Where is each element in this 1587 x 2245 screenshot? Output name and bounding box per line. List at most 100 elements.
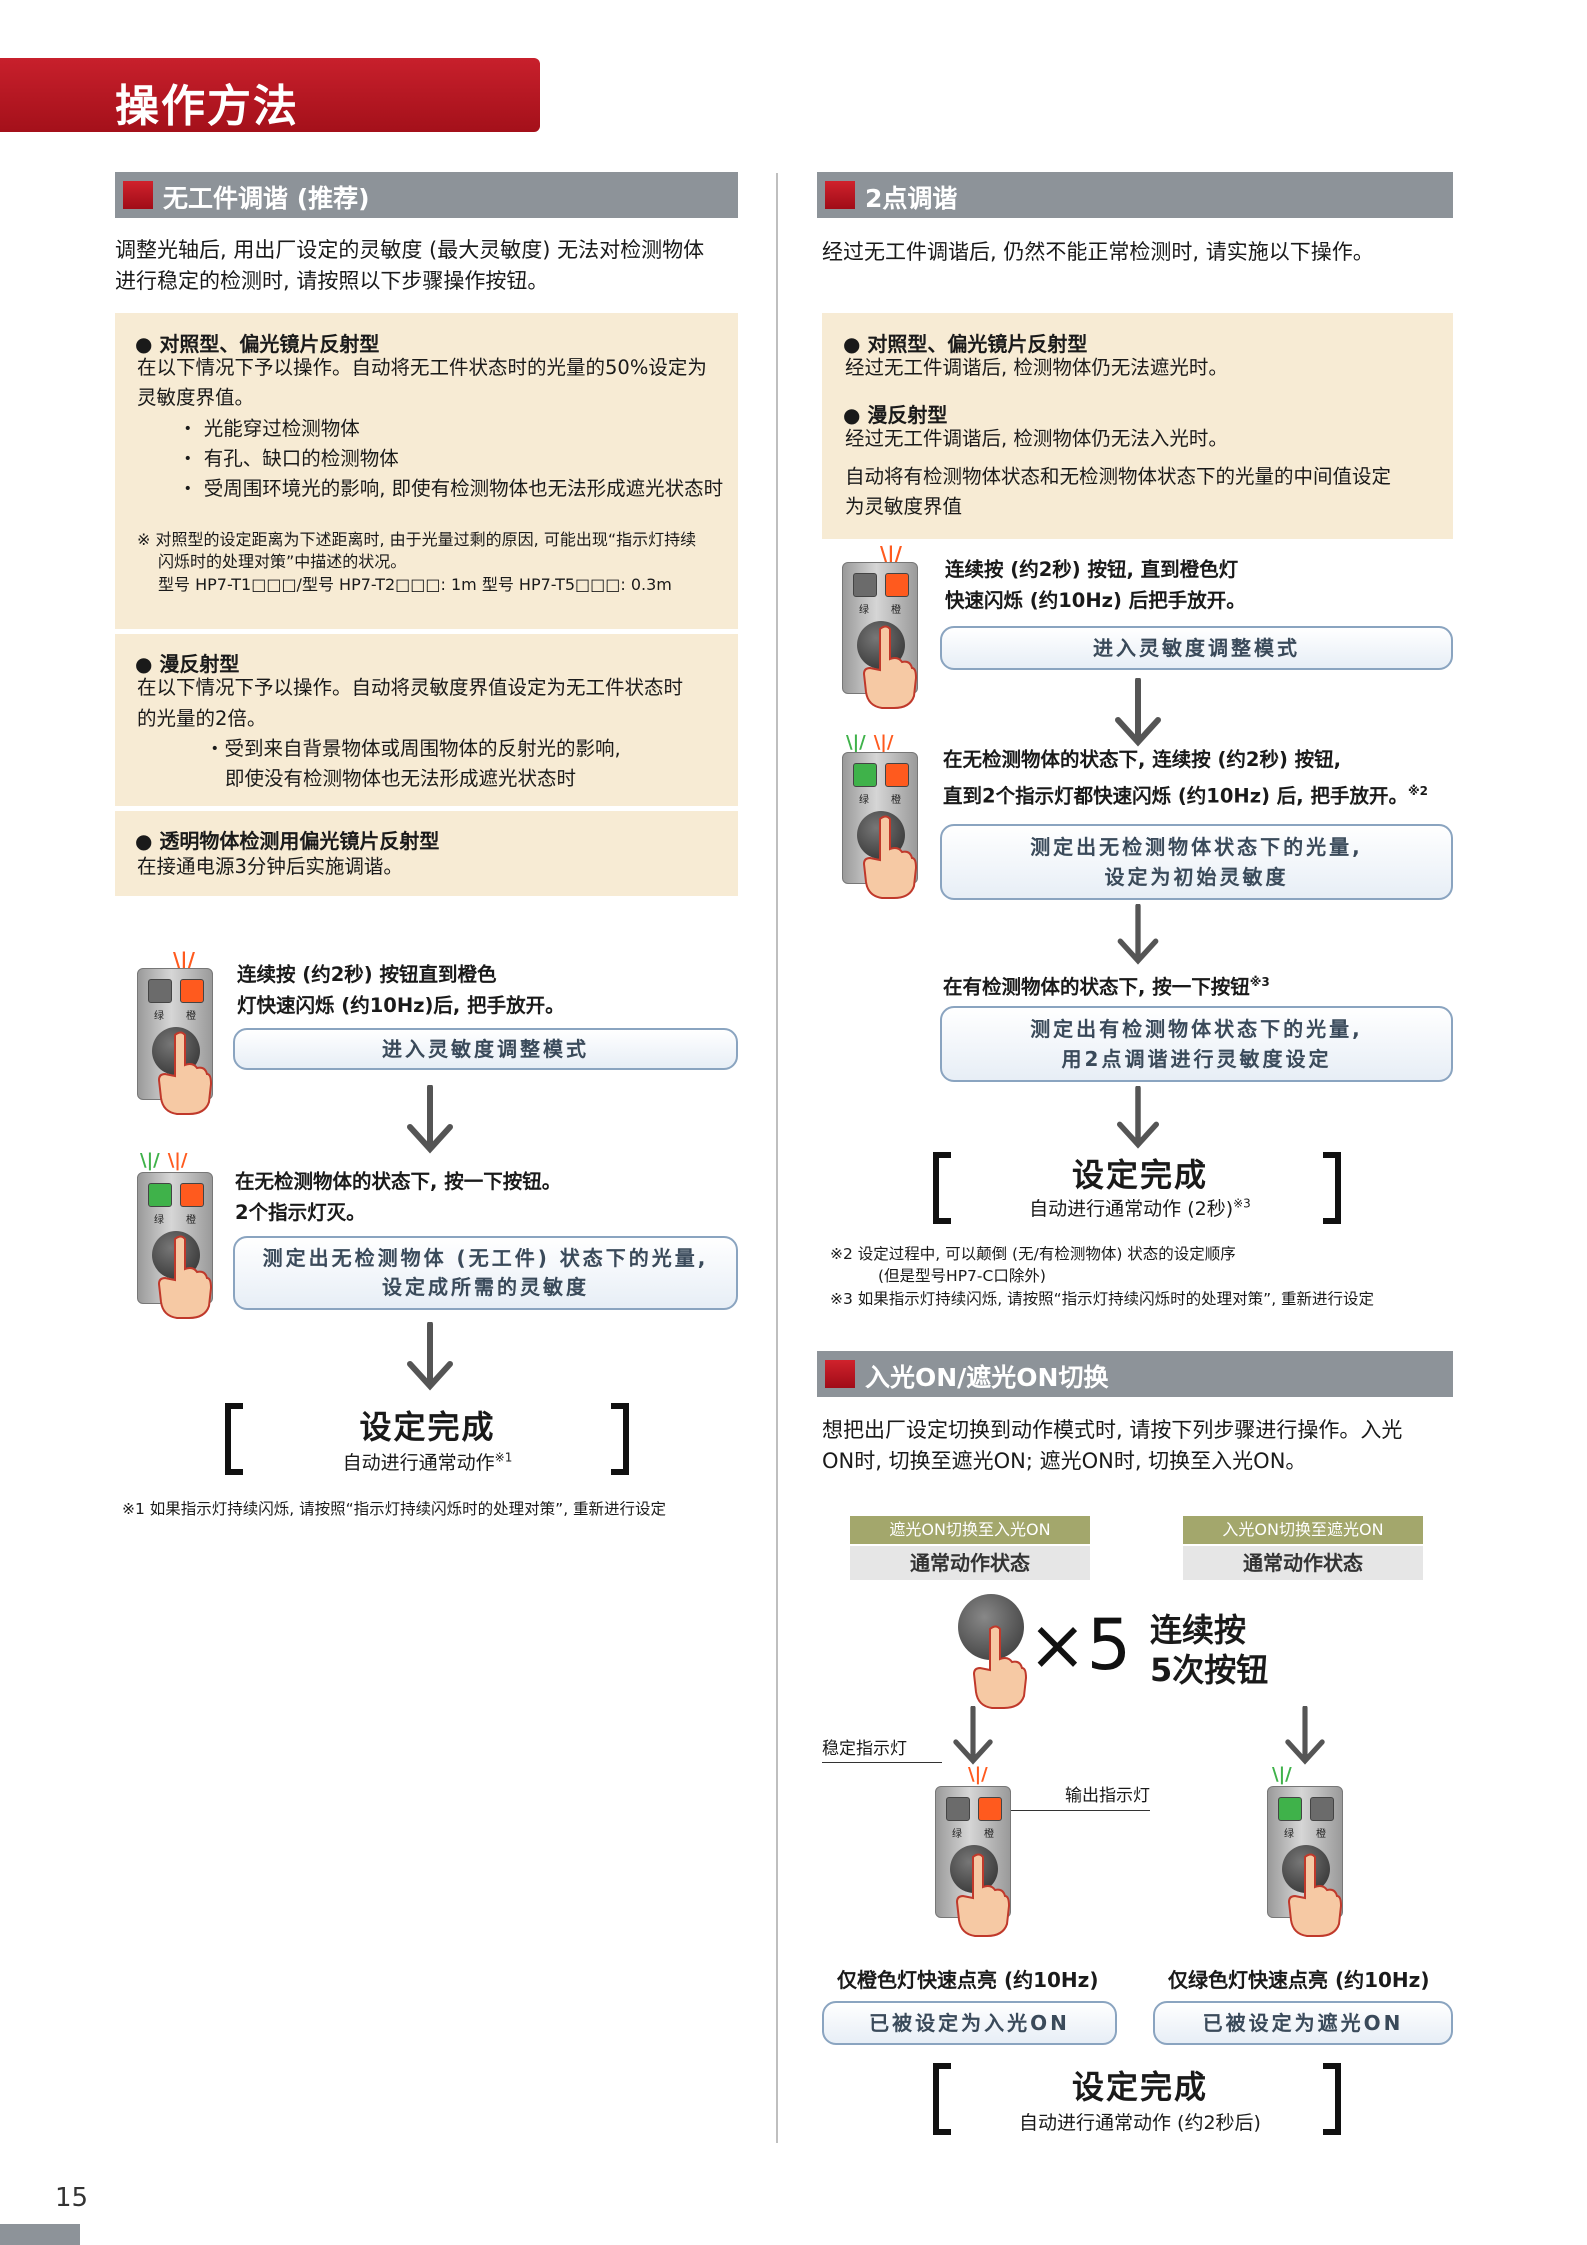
panel1-item-3: ・ 受周围环境光的影响, 即使有检测物体也无法形成遮光状态时 xyxy=(178,477,724,500)
panel-diffuse xyxy=(115,634,738,806)
footnote-ref: ※1 xyxy=(494,1450,513,1465)
orange-label: 橙 xyxy=(984,1829,994,1840)
panel2-line-2: 的光量的2倍。 xyxy=(137,707,267,730)
section-marker xyxy=(123,181,153,209)
switch-intro-1: 想把出厂设定切换到动作模式时, 请按下列步骤进行操作。入光 xyxy=(822,1418,1403,1442)
right-step1-line-2: 快速闪烁 (约10Hz) 后把手放开。 xyxy=(945,589,1246,612)
bracket-left xyxy=(933,2063,951,2135)
panel1-bullet: ● 对照型、偏光镜片反射型 xyxy=(135,332,380,356)
section-title: 入光ON/遮光ON切换 xyxy=(865,1363,1109,1392)
green-label: 绿 xyxy=(154,1215,164,1226)
panel2-bullet: ● 漫反射型 xyxy=(135,652,240,676)
orange-lamp-on xyxy=(978,1797,1002,1821)
bracket-right xyxy=(1323,1152,1341,1224)
footnote-ref: ※3 xyxy=(1249,975,1270,989)
green-label: 绿 xyxy=(859,605,869,616)
blink-rays-icon: \|/ xyxy=(880,542,902,566)
right-step2-line-2-text: 直到2个指示灯都快速闪烁 (约10Hz) 后, 把手放开。 xyxy=(943,784,1408,808)
right-panel-line-3: 自动将有检测物体状态和无检测物体状态下的光量的中间值设定 xyxy=(845,465,1392,488)
page-footer-bar xyxy=(0,2224,80,2245)
done-subtitle: 自动进行通常动作※1 xyxy=(250,1448,605,1475)
green-lamp-on xyxy=(1278,1797,1302,1821)
stable-indicator-label: 稳定指示灯 xyxy=(822,1739,907,1759)
panel1-line-1: 在以下情况下予以操作。自动将无工件状态时的光量的50%设定为 xyxy=(137,356,707,379)
orange-label: 橙 xyxy=(891,605,901,616)
panel2-line-1: 在以下情况下予以操作。自动将灵敏度界值设定为无工件状态时 xyxy=(137,676,684,699)
down-arrow-icon xyxy=(1117,904,1159,965)
done-sub-text: 自动进行通常动作 (2秒) xyxy=(1029,1198,1234,1220)
down-arrow-icon xyxy=(953,1706,993,1765)
green-lamp-off xyxy=(853,573,877,597)
left-step1-line-2: 灯快速闪烁 (约10Hz)后, 把手放开。 xyxy=(237,994,565,1017)
down-arrow-icon xyxy=(1115,678,1161,747)
left-step1-line-1: 连续按 (约2秒) 按钮直到橙色 xyxy=(237,963,497,986)
panel1-note-2: 闪烁时的处理对策”中描述的状况。 xyxy=(158,552,407,571)
panel1-item-2: ・ 有孔、缺口的检测物体 xyxy=(178,447,399,470)
down-arrow-icon xyxy=(1285,1706,1325,1765)
done-subtitle: 自动进行通常动作 (约2秒后) xyxy=(1019,2112,1261,2134)
right-panel-line-4: 为灵敏度界值 xyxy=(845,495,963,518)
pill-text: 设定为初始灵敏度 xyxy=(1104,865,1289,889)
times-five: ×5 xyxy=(1028,1604,1132,1686)
panel1-line-2: 灵敏度界值。 xyxy=(137,386,255,409)
left-intro-1: 调整光轴后, 用出厂设定的灵敏度 (最大灵敏度) 无法对检测物体 xyxy=(115,238,705,262)
right-step2-pill: 测定出无检测物体状态下的光量, 设定为初始灵敏度 xyxy=(940,824,1453,900)
down-arrow-icon xyxy=(407,1322,453,1391)
right-step3-text: 在有检测物体的状态下, 按一下按钮 xyxy=(943,975,1250,999)
finger-press-icon xyxy=(955,1853,1011,1937)
green-label: 绿 xyxy=(952,1829,962,1840)
green-label: 绿 xyxy=(859,795,869,806)
left-step2-pill: 测定出无检测物体 (无工件) 状态下的光量, 设定成所需的灵敏度 xyxy=(233,1236,738,1310)
right-note-1: ※2 设定过程中, 可以颠倒 (无/有检测物体) 状态的设定顺序 xyxy=(830,1245,1236,1263)
pill-text: 测定出有检测物体状态下的光量, xyxy=(1030,1017,1363,1041)
done-title: 设定完成 xyxy=(1071,1156,1208,1194)
done-title: 设定完成 xyxy=(1071,2068,1208,2106)
section-header-switch: 入光ON/遮光ON切换 xyxy=(817,1351,1453,1397)
panel2-item-1: ・受到来自背景物体或周围物体的反射光的影响, xyxy=(205,737,621,760)
pill-text: 测定出无检测物体状态下的光量, xyxy=(1030,835,1363,859)
right-note-2: (但是型号HP7-C口除外) xyxy=(878,1267,1046,1285)
press-text-1: 连续按 xyxy=(1150,1611,1247,1649)
down-arrow-icon xyxy=(1116,1086,1160,1149)
panel2-item-2: 即使没有检测物体也无法形成遮光状态时 xyxy=(225,767,577,790)
footnote-ref: ※3 xyxy=(1233,1196,1251,1211)
section-title: 2点调谐 xyxy=(865,184,958,213)
section-header-no-workpiece: 无工件调谐 (推荐) xyxy=(115,172,738,218)
right-note-3: ※3 如果指示灯持续闪烁, 请按照“指示灯持续闪烁时的处理对策”, 重新进行设定 xyxy=(830,1290,1375,1308)
right-step1-pill: 进入灵敏度调整模式 xyxy=(940,626,1453,670)
blink-rays-icon: \|/ xyxy=(173,948,195,972)
green-label: 绿 xyxy=(154,1011,164,1022)
orange-label: 橙 xyxy=(1316,1829,1326,1840)
switch-chip-right-bottom: 通常动作状态 xyxy=(1183,1546,1423,1580)
green-label: 绿 xyxy=(1284,1829,1294,1840)
finger-press-icon xyxy=(1287,1853,1343,1937)
done-sub-text: 自动进行通常动作 xyxy=(342,1452,495,1474)
column-divider xyxy=(776,173,778,2143)
bracket-left xyxy=(225,1403,243,1475)
panel1-item-1: ・ 光能穿过检测物体 xyxy=(178,417,360,440)
switch-intro-2: ON时, 切换至遮光ON; 遮光ON时, 切换至入光ON。 xyxy=(822,1449,1307,1473)
right-step3-line: 在有检测物体的状态下, 按一下按钮※3 xyxy=(943,967,1270,1003)
left-footnote: ※1 如果指示灯持续闪烁, 请按照“指示灯持续闪烁时的处理对策”, 重新进行设定 xyxy=(122,1500,667,1518)
bracket-right xyxy=(1323,2063,1341,2135)
right-intro: 经过无工件调谐后, 仍然不能正常检测时, 请实施以下操作。 xyxy=(822,240,1374,264)
orange-lamp-on xyxy=(180,1183,204,1207)
pill-text: 进入灵敏度调整模式 xyxy=(382,1037,589,1061)
left-step2-line-2: 2个指示灯灭。 xyxy=(235,1201,366,1224)
right-panel-bullet-1: ● 对照型、偏光镜片反射型 xyxy=(843,332,1088,356)
panel-two-point xyxy=(822,313,1453,539)
pill-text: 进入灵敏度调整模式 xyxy=(1093,636,1300,660)
green-lamp-off xyxy=(148,979,172,1003)
pill-text: 设定成所需的灵敏度 xyxy=(382,1275,589,1299)
output-indicator-label: 输出指示灯 xyxy=(1065,1786,1150,1806)
switch-chip-right-top: 入光ON切换至遮光ON xyxy=(1183,1516,1423,1544)
orange-lamp-off xyxy=(1310,1797,1334,1821)
right-panel-line-2: 经过无工件调谐后, 检测物体仍无法入光时。 xyxy=(845,427,1228,450)
switch-right-pill: 已被设定为遮光ON xyxy=(1153,2001,1453,2045)
pill-text: 已被设定为入光ON xyxy=(869,2011,1070,2035)
leader-line xyxy=(822,1762,942,1763)
orange-lamp-on xyxy=(180,979,204,1003)
switch-left-pill: 已被设定为入光ON xyxy=(822,2001,1117,2045)
switch-chip-left-top: 遮光ON切换至入光ON xyxy=(850,1516,1090,1544)
panel3-bullet: ● 透明物体检测用偏光镜片反射型 xyxy=(135,829,440,853)
